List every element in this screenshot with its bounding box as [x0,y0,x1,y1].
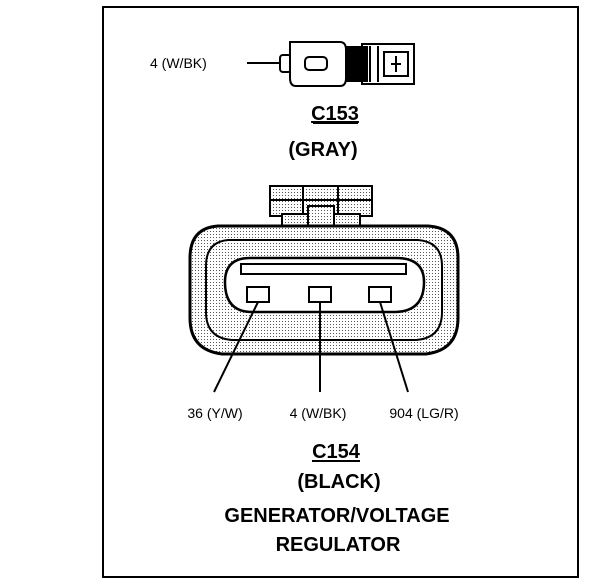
c153-connector-id: C153 [311,103,359,125]
c153-back-shell [346,46,362,82]
c154-color-label: (BLACK) [297,471,380,493]
c154-pin-1-leader [213,301,259,393]
diagram-frame [102,6,579,578]
c154-pin-2 [308,286,332,303]
c153-wire-label: 4 (W/BK) [150,55,207,71]
component-name-line-2: REGULATOR [276,534,401,556]
component-name-line-1: GENERATOR/VOLTAGE [224,505,449,527]
c154-pin-3-leader [379,301,409,393]
c154-connector-id: C154 [312,441,361,463]
c153-connector: 4 (W/BK) [150,41,415,87]
c153-pin-slot [304,56,328,71]
c153-color-label: (GRAY) [288,139,357,161]
c154-pin-2-label: 4 (W/BK) [290,405,347,421]
c154-pin-1-label: 36 (Y/W) [187,405,242,421]
c154-pin-1 [246,286,270,303]
c154-pin-3-label: 904 (LG/R) [389,405,458,421]
c154-pin-3 [368,286,392,303]
c154-connector [188,185,460,393]
c154-key-bar [240,263,407,275]
